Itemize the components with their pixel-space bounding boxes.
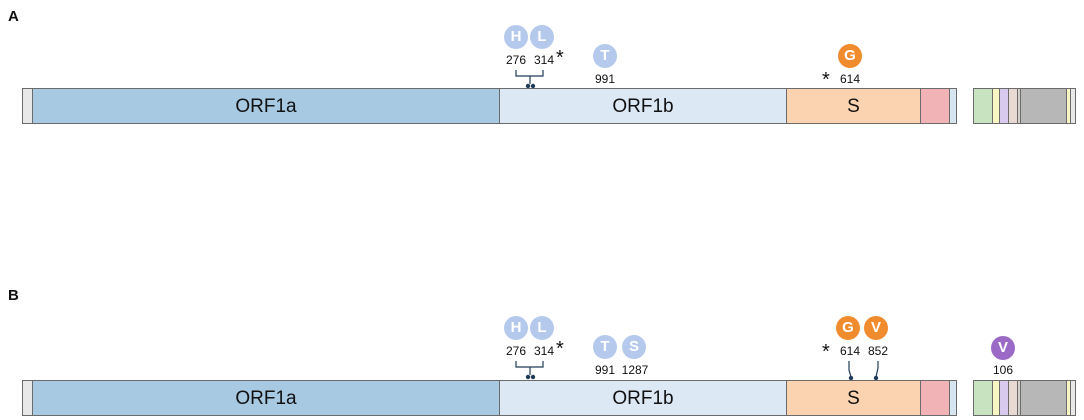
mutation-badge-g: G xyxy=(838,44,862,68)
significance-star: * xyxy=(822,341,830,363)
mutation-badge-v-orf8: V xyxy=(991,336,1015,360)
segment-label-orf1a: ORF1a xyxy=(235,96,297,117)
mutation-position-276: 276 xyxy=(505,344,527,358)
mutation-dot-276-b xyxy=(525,374,531,380)
mutation-position-106: 106 xyxy=(992,363,1014,377)
segment-label-orf1b: ORF1b xyxy=(612,96,674,117)
mutation-badge-h: H xyxy=(504,316,528,340)
mutation-badge-s: S xyxy=(622,335,646,359)
mutation-position-314: 314 xyxy=(533,344,555,358)
mutation-position-1287: 1287 xyxy=(621,363,649,377)
panel-label-b: B xyxy=(8,287,19,304)
mutation-badge-t: T xyxy=(593,335,617,359)
connector-852-b xyxy=(875,361,879,378)
segment-e xyxy=(949,380,957,416)
panel-label-a: A xyxy=(8,8,19,25)
mutation-position-276: 276 xyxy=(505,53,527,67)
mutation-dot-276-a xyxy=(525,83,531,89)
segment-3utr xyxy=(1070,380,1076,416)
mutation-badge-t: T xyxy=(593,44,617,68)
segment-orf1a: ORF1a xyxy=(32,88,500,124)
segment-s: S xyxy=(786,88,921,124)
segment-orf1a: ORF1a xyxy=(32,380,500,416)
mutation-badge-g: G xyxy=(836,316,860,340)
mutation-badge-h: H xyxy=(504,25,528,49)
mutation-badge-v: V xyxy=(864,316,888,340)
significance-star: * xyxy=(822,69,830,91)
genome-bar-b: ORF1a ORF1b S xyxy=(22,380,1082,418)
segment-label-s: S xyxy=(847,96,860,117)
mutation-dot-314-b xyxy=(530,374,536,380)
segment-orf1b: ORF1b xyxy=(499,88,787,124)
significance-star: * xyxy=(556,338,564,360)
mutation-position-852: 852 xyxy=(867,344,889,358)
mutation-position-991: 991 xyxy=(594,72,616,86)
segment-label-orf1b: ORF1b xyxy=(612,388,674,409)
segment-label-orf1a: ORF1a xyxy=(235,388,297,409)
mutation-position-614: 614 xyxy=(839,72,861,86)
significance-star: * xyxy=(556,47,564,69)
connector-276-314-b xyxy=(515,361,544,375)
segment-e xyxy=(949,88,957,124)
segment-orf3a xyxy=(920,88,950,124)
connector-614-b xyxy=(848,361,852,378)
mutation-dot-614-b xyxy=(848,375,854,381)
mutation-position-314: 314 xyxy=(533,53,555,67)
mutation-dot-852-b xyxy=(873,375,879,381)
mutation-position-614: 614 xyxy=(839,344,861,358)
mutation-badge-l: L xyxy=(530,25,554,49)
segment-s: S xyxy=(786,380,921,416)
segment-n xyxy=(1020,88,1067,124)
segment-label-s: S xyxy=(847,388,860,409)
mutation-badge-l: L xyxy=(530,316,554,340)
segment-n xyxy=(1020,380,1067,416)
segment-orf1b: ORF1b xyxy=(499,380,787,416)
segment-3utr xyxy=(1070,88,1076,124)
genome-bar-a: ORF1a ORF1b S xyxy=(22,88,1082,126)
mutation-dot-314-a xyxy=(530,83,536,89)
mutation-position-991: 991 xyxy=(594,363,616,377)
connector-276-314-a xyxy=(515,70,544,84)
